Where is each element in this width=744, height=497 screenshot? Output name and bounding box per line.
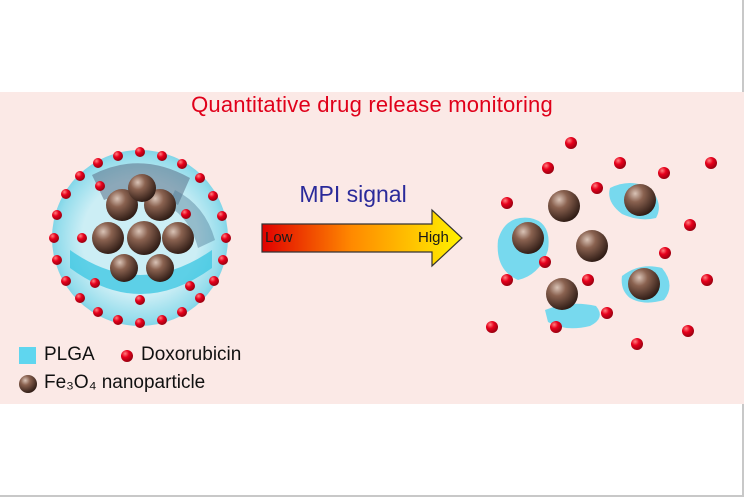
released-doxorubicin xyxy=(486,137,717,350)
doxorubicin-legend-label: Doxorubicin xyxy=(141,344,242,365)
surface-doxorubicin-dots xyxy=(49,147,231,328)
doxorubicin-legend-dot xyxy=(121,350,133,362)
nanoparticle-legend-label: Fe₃O₄ nanoparticle xyxy=(44,372,206,393)
signal-arrow xyxy=(261,208,463,268)
mpi-signal-label: MPI signal xyxy=(299,181,407,207)
inner-nanoparticle-cluster xyxy=(92,174,194,282)
arrow-low-label: Low xyxy=(265,229,293,246)
plga-legend-label: PLGA xyxy=(44,344,95,365)
released-nanoparticles xyxy=(512,184,660,310)
arrow-high-label: High xyxy=(418,229,449,246)
plga-legend-swatch xyxy=(19,347,36,364)
nanoparticle-legend-dot xyxy=(19,375,37,393)
figure-title: Quantitative drug release monitoring xyxy=(191,92,553,117)
plga-nanosphere xyxy=(49,147,231,328)
released-state xyxy=(486,137,717,350)
